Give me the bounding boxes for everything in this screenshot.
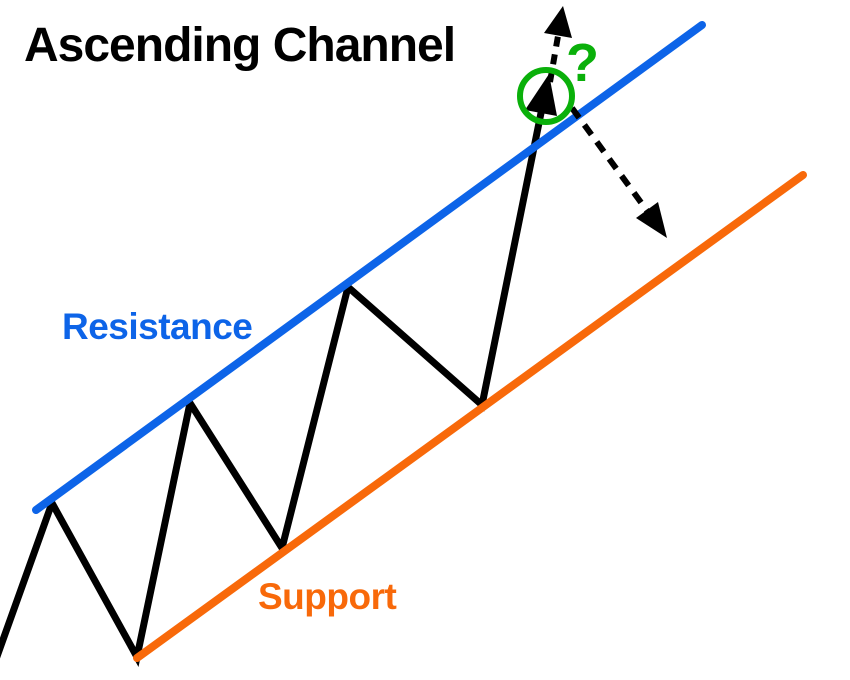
price-zigzag [0, 109, 545, 667]
support-label: Support [258, 576, 397, 617]
support-line [133, 171, 807, 662]
breakout-arrow-head [544, 6, 572, 38]
breakdown-arrow-shaft [569, 106, 651, 214]
breakdown-arrow-head [636, 202, 667, 238]
resistance-label: Resistance [62, 306, 253, 347]
breakout-arrow-shaft [547, 35, 561, 83]
price-arrowhead [525, 74, 557, 116]
touch-point-circle-icon [517, 67, 575, 125]
question-mark-label: ? [566, 33, 599, 93]
resistance-line [32, 21, 706, 514]
page-title: Ascending Channel [24, 19, 456, 72]
